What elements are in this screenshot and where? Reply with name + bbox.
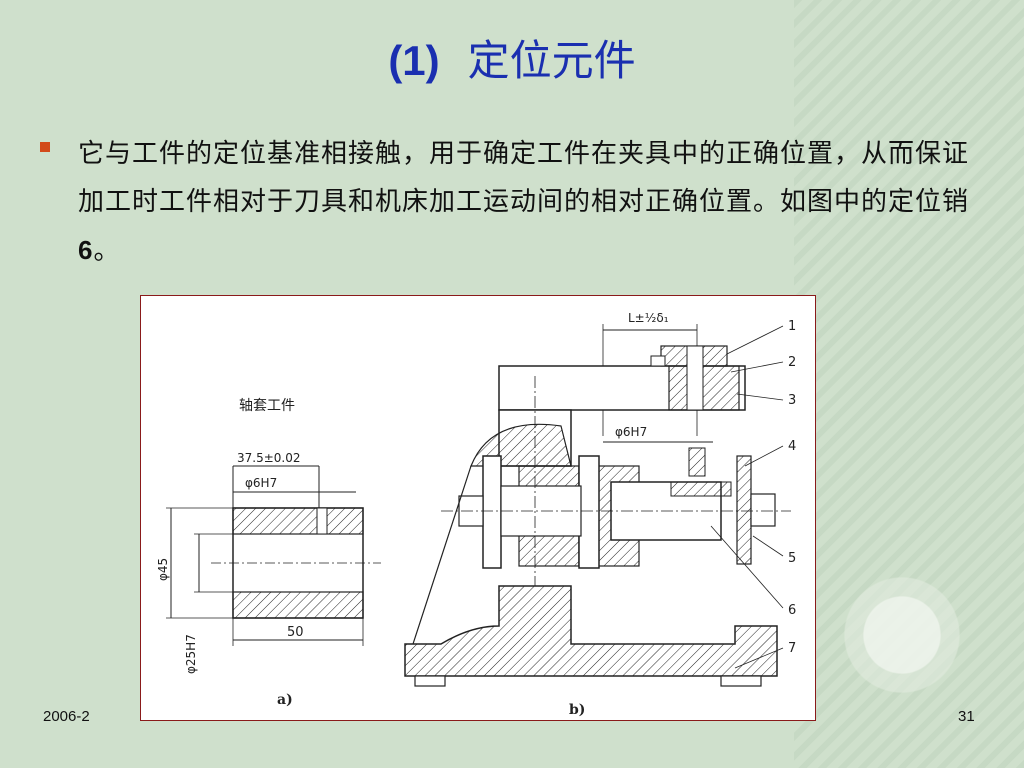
bullet-square-icon: [40, 142, 50, 152]
caption-a: a): [277, 692, 293, 708]
caption-b: b): [569, 702, 585, 718]
callout-6: 6: [788, 603, 796, 618]
callout-2: 2: [788, 355, 796, 370]
background-ornament: [834, 560, 1004, 710]
dim-top: L±⅟₂δ₁: [628, 311, 669, 325]
dim-hole-fit: φ6H7: [245, 476, 277, 490]
bullet-text: 它与工件的定位基准相接触，用于确定工件在夹具中的正确位置，从而保证加工时工件相对…: [78, 130, 970, 275]
callout-4: 4: [788, 439, 796, 454]
title-text: 定位元件: [467, 36, 636, 85]
drawing-svg: 轴套工件 37.5±0.02 φ6H7 φ45 φ25H7 50 a) L±⅟₂…: [156, 311, 796, 718]
bullet-item: 它与工件的定位基准相接触，用于确定工件在夹具中的正确位置，从而保证加工时工件相对…: [40, 130, 970, 275]
callout-5: 5: [788, 551, 796, 566]
slide-title: (1) 定位元件: [0, 36, 1024, 85]
callout-1: 1: [788, 319, 796, 334]
callout-3: 3: [788, 393, 796, 408]
bullet-text-main: 它与工件的定位基准相接触，用于确定工件在夹具中的正确位置，从而保证加工时工件相对…: [78, 139, 970, 217]
bullet-text-number: 6: [78, 235, 94, 265]
title-number: (1): [388, 37, 440, 84]
dim-length-tolerance: 37.5±0.02: [237, 451, 301, 465]
workpiece-label: 轴套工件: [239, 398, 295, 414]
dim-pin: φ6H7: [615, 425, 647, 439]
footer-date: 2006-2: [43, 708, 90, 725]
bullet-text-end: 。: [93, 236, 121, 266]
dim-inner-diameter: φ25H7: [184, 634, 198, 674]
callout-7: 7: [788, 641, 796, 656]
fixture-drawing: 轴套工件 37.5±0.02 φ6H7 φ45 φ25H7 50 a) L±⅟₂…: [140, 295, 816, 721]
page-number: 31: [958, 708, 975, 725]
dim-outer-diameter: φ45: [156, 558, 170, 581]
dim-length: 50: [287, 625, 304, 640]
